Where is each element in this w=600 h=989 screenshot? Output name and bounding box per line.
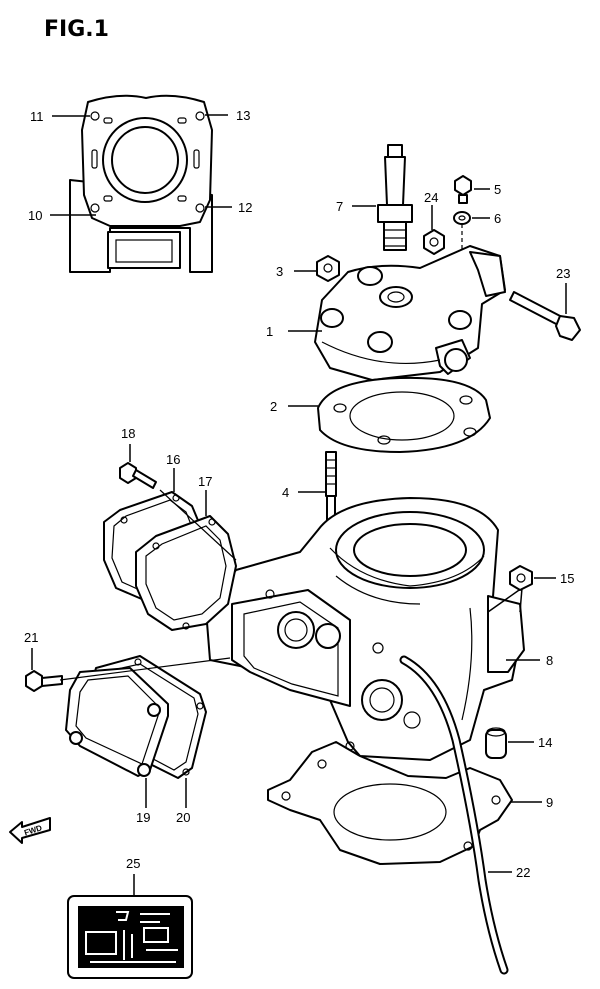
label-plate-25 [67,895,193,979]
label-5: 5 [494,182,501,197]
bolt-23 [509,291,581,341]
label-15: 15 [560,571,574,586]
leader-lines-inset [50,114,232,216]
bolt-5 [454,175,472,204]
label-20: 20 [176,810,190,825]
label-11: 11 [30,109,44,124]
label-13: 13 [236,108,250,123]
washer-6 [453,211,471,225]
hose-22 [399,655,509,975]
label-2: 2 [270,399,277,414]
label-4: 4 [282,485,289,500]
label-21: 21 [24,630,38,645]
bolt-21 [25,670,63,692]
label-16: 16 [166,452,180,467]
label-6: 6 [494,211,501,226]
bolt-18 [119,462,157,489]
nut-3 [316,255,340,282]
dowel-14 [485,727,507,759]
label-3: 3 [276,264,283,279]
nut-15 [509,565,533,591]
label-23: 23 [556,266,570,281]
label-17: 17 [198,474,212,489]
label-18: 18 [121,426,135,441]
label-8: 8 [546,653,553,668]
cylinder-top-view [69,94,213,273]
cylinder [205,497,525,761]
label-12: 12 [238,200,252,215]
label-22: 22 [516,865,530,880]
label-7: 7 [336,199,343,214]
label-24: 24 [424,190,438,205]
nut-24 [423,229,445,255]
cylinder-head [314,245,506,381]
figure-title: FIG.1 [44,17,109,42]
label-9: 9 [546,795,553,810]
spark-plug [377,144,413,251]
label-19: 19 [136,810,150,825]
label-10: 10 [28,208,42,223]
head-gasket [317,376,491,453]
label-1: 1 [266,324,273,339]
label-14: 14 [538,735,552,750]
stud-4 [325,451,337,525]
gasket-17 [135,515,237,631]
label-25: 25 [126,856,140,871]
base-gasket [267,741,513,865]
side-cover-19 [65,667,169,777]
fwd-arrow-icon: FWD [9,817,51,844]
